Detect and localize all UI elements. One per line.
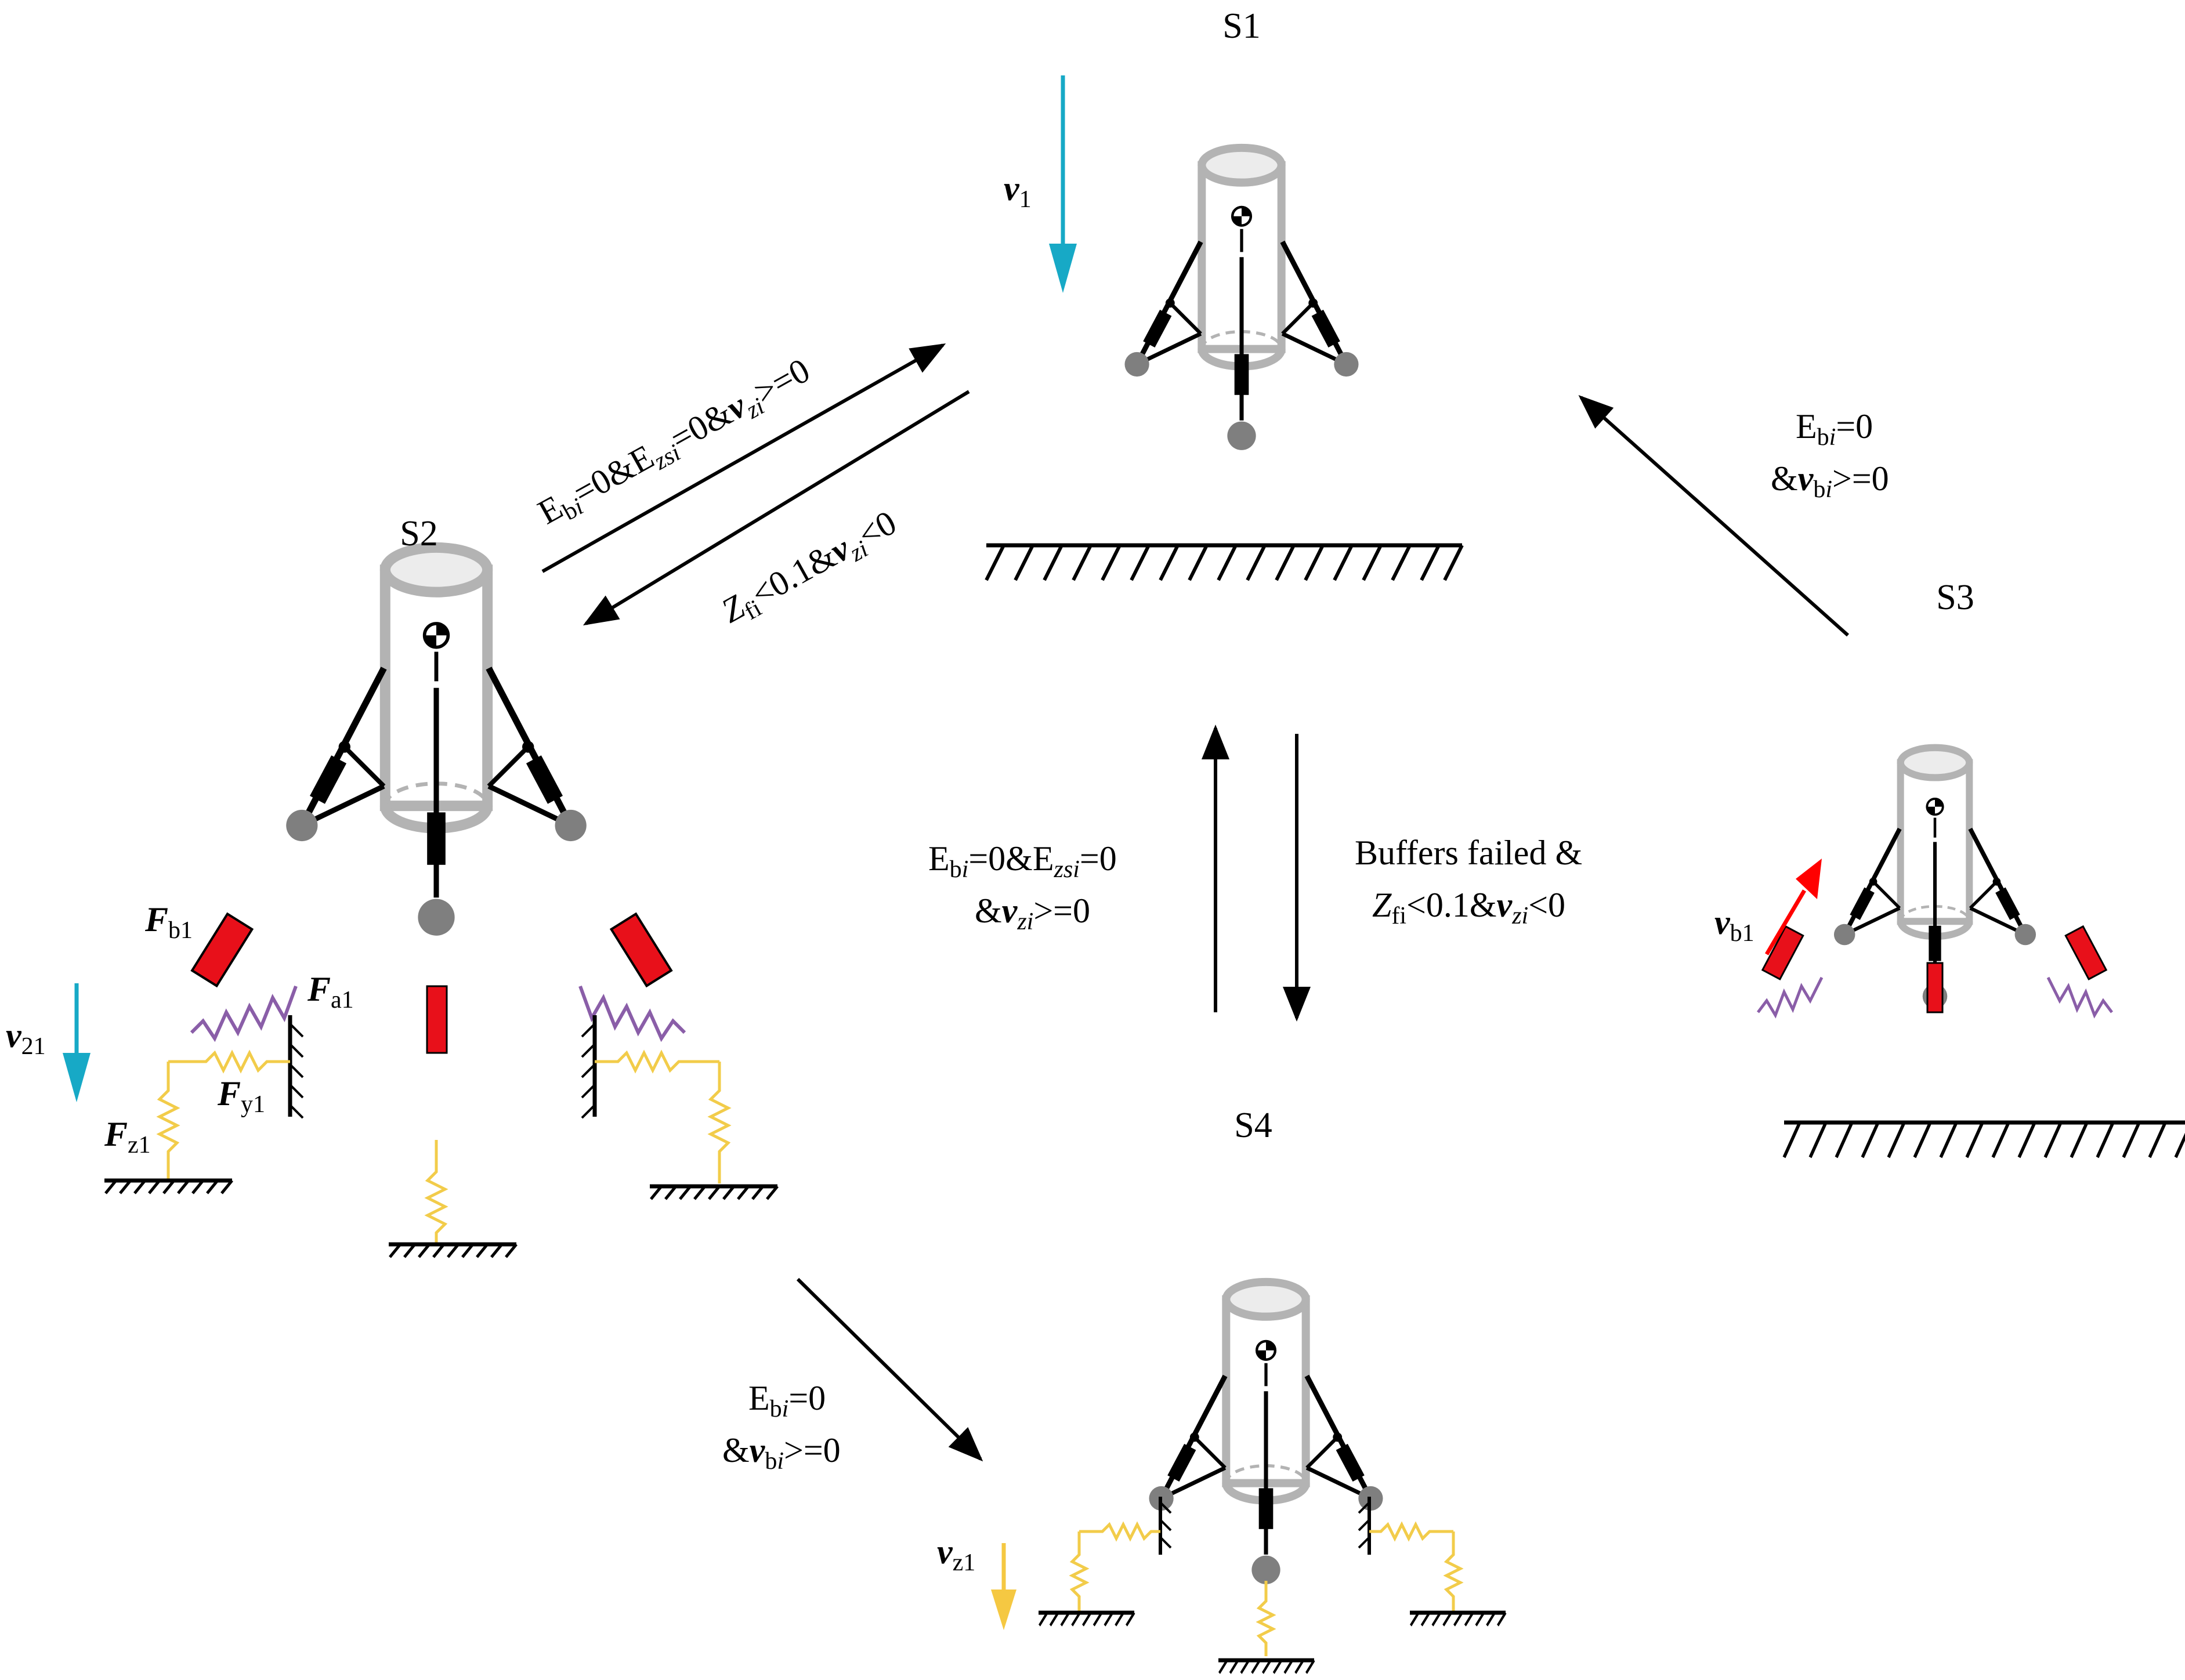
lander-s2 (156, 548, 732, 1244)
ground-s1 (986, 545, 1462, 580)
svg-text:Ebi=0: Ebi=0 (748, 1379, 826, 1422)
svg-text:Ebi=0&Ezsi=0: Ebi=0&Ezsi=0 (928, 839, 1117, 883)
condition-s1-to-s4: Buffers failed & Zfi<0.1&vzi<0 (1355, 834, 1582, 929)
lander-s4 (1069, 1282, 1464, 1656)
svg-text:&vbi>=0: &vbi>=0 (1771, 459, 1889, 503)
svg-text:Ebi=0: Ebi=0 (1796, 407, 1873, 451)
state-label-s1: S1 (1222, 6, 1260, 46)
velocity-arrow-vz1 (991, 1543, 1016, 1630)
label-fa1: Fa1 (307, 970, 354, 1013)
lander-s3 (1757, 748, 2113, 1019)
arrow-s1-to-s2 (583, 390, 970, 626)
label-v21: v21 (6, 1016, 46, 1060)
label-vb1: vb1 (1714, 903, 1754, 947)
velocity-arrow-v1 (1049, 75, 1077, 293)
lander-s1 (1124, 148, 1358, 450)
svg-text:&vbi>=0: &vbi>=0 (722, 1431, 841, 1475)
ground-s4-center (1218, 1660, 1314, 1673)
label-vz1: vz1 (937, 1533, 975, 1576)
svg-text:&vzi>=0: &vzi>=0 (975, 892, 1090, 935)
state-label-s3: S3 (1936, 578, 1974, 617)
label-fy1: Fy1 (217, 1074, 265, 1118)
ground-s2-left (104, 1181, 232, 1193)
svg-text:Zfi<0.1&vzi<0: Zfi<0.1&vzi<0 (1372, 886, 1565, 929)
condition-s4-to-s1: Ebi=0&Ezsi=0 &vzi>=0 (928, 839, 1117, 935)
velocity-arrow-v21 (63, 983, 91, 1102)
label-v1: v1 (1004, 169, 1032, 213)
condition-s3-to-s1: Ebi=0 &vbi>=0 (1771, 407, 1889, 503)
state-label-s4: S4 (1234, 1106, 1272, 1145)
state-label-s2: S2 (400, 514, 437, 553)
ground-s3 (1784, 1123, 2185, 1157)
ground-s4-right (1410, 1613, 1506, 1625)
ground-s4-left (1039, 1613, 1134, 1625)
condition-s2-to-s4: Ebi=0 &vbi>=0 (722, 1379, 841, 1475)
condition-s1-to-s2: Zfi<0.1&vzi<0 (715, 503, 905, 635)
arrow-s2-to-s1 (541, 343, 946, 573)
arrow-s3-to-s1 (1578, 395, 1849, 637)
velocity-arrow-vb1 (1764, 859, 1822, 955)
svg-text:Buffers failed &: Buffers failed & (1355, 834, 1582, 872)
ground-s2-right (650, 1186, 777, 1199)
label-fb1: Fb1 (144, 900, 193, 944)
ground-s2-center (389, 1244, 516, 1257)
arrow-s2-to-s4 (796, 1277, 983, 1462)
label-fz1: Fz1 (104, 1115, 151, 1158)
